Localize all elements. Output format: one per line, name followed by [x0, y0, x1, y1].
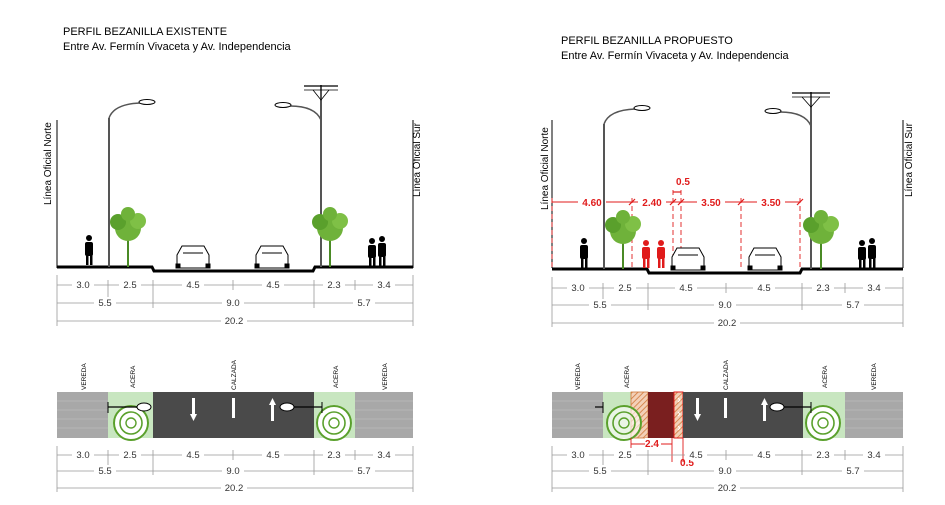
dim-text: 4.5: [689, 450, 702, 461]
red-dim-text: 0.5: [676, 177, 690, 188]
tree-icon: [110, 207, 146, 267]
plan-label: ACERA: [822, 365, 829, 388]
existing-section: Línea Oficial Norte Línea Oficial Sur: [43, 85, 423, 327]
dim-text: 2.5: [618, 283, 631, 294]
dim-text: 4.5: [757, 283, 770, 294]
tree-icon: [316, 405, 352, 441]
dim-text: 5.5: [98, 298, 111, 309]
proposed-title: PERFIL BEZANILLA PROPUESTO: [561, 35, 733, 47]
tree-icon: [803, 210, 839, 269]
dim-text: 5.5: [98, 466, 111, 477]
dim-text: 2.5: [123, 450, 136, 461]
dim-text: 5.7: [846, 466, 859, 477]
pedestrian-icon: [858, 238, 876, 268]
dim-text: 3.0: [571, 450, 584, 461]
dim-text: 9.0: [226, 298, 239, 309]
dim-text: 2.3: [816, 450, 829, 461]
dim-text: 3.4: [867, 283, 880, 294]
red-dim-text: 2.40: [642, 198, 662, 209]
cyclist-icon: [642, 240, 665, 268]
red-dim-text: 0.5: [680, 458, 694, 469]
dim-text: 5.7: [357, 298, 370, 309]
plan-label: ACERA: [624, 365, 631, 388]
dim-text: 5.7: [357, 466, 370, 477]
tree-icon: [605, 210, 641, 269]
existing-title: PERFIL BEZANILLA EXISTENTE: [63, 26, 227, 38]
plan-label: VEREDA: [382, 363, 389, 390]
dim-text: 9.0: [718, 300, 731, 311]
existing-left-line-label: Línea Oficial Norte: [43, 122, 54, 205]
existing-plan: VEREDA ACERA CALZADA ACERA VEREDA: [56, 359, 414, 494]
proposed-plan: VEREDA ACERA CALZADA ACERA VEREDA: [551, 359, 904, 494]
tree-icon: [805, 405, 841, 441]
plan-label: VEREDA: [871, 363, 878, 390]
dim-text: 3.4: [377, 280, 390, 291]
proposed-subtitle: Entre Av. Fermín Vivaceta y Av. Independ…: [561, 50, 790, 62]
red-dim-text: 4.60: [582, 198, 602, 209]
dim-text: 4.5: [679, 283, 692, 294]
proposed-left-line-label: Línea Oficial Norte: [540, 127, 551, 210]
plan-label: ACERA: [333, 365, 340, 388]
dim-text: 5.5: [593, 300, 606, 311]
dim-text: 2.5: [123, 280, 136, 291]
plan-label: CALZADA: [231, 359, 238, 390]
plan-label: VEREDA: [81, 363, 88, 390]
dim-text: 9.0: [718, 466, 731, 477]
pedestrian-icon: [368, 236, 386, 266]
car-icon: [670, 247, 706, 271]
dim-text: 9.0: [226, 466, 239, 477]
red-dim-text: 2.4: [645, 439, 659, 450]
dim-text: 2.3: [327, 450, 340, 461]
pedestrian-icon: [85, 235, 93, 265]
dim-text: 2.5: [618, 450, 631, 461]
car-icon: [747, 247, 783, 271]
dim-text: 4.5: [266, 450, 279, 461]
dim-text: 5.7: [846, 300, 859, 311]
pedestrian-icon: [580, 238, 588, 268]
dim-text: 3.4: [377, 450, 390, 461]
existing-right-line-label: Línea Oficial Sur: [412, 122, 423, 197]
proposed-right-line-label: Línea Oficial Sur: [904, 122, 915, 197]
dim-text: 4.5: [186, 450, 199, 461]
dim-text: 3.0: [76, 280, 89, 291]
plan-label: CALZADA: [723, 359, 730, 390]
dim-text: 3.0: [76, 450, 89, 461]
plan-label: ACERA: [130, 365, 137, 388]
dim-text: 2.3: [327, 280, 340, 291]
red-dim-text: 3.50: [701, 198, 721, 209]
dim-text: 5.5: [593, 466, 606, 477]
dim-text: 20.2: [718, 318, 737, 329]
dim-text: 4.5: [266, 280, 279, 291]
dim-text: 3.4: [867, 450, 880, 461]
dim-text: 2.3: [816, 283, 829, 294]
existing-subtitle: Entre Av. Fermín Vivaceta y Av. Independ…: [63, 41, 292, 53]
dim-text: 3.0: [571, 283, 584, 294]
tree-icon: [113, 405, 149, 441]
tree-icon: [312, 207, 348, 267]
dim-text: 20.2: [225, 483, 244, 494]
proposed-section: Línea Oficial Norte Línea Oficial Sur 4.…: [540, 92, 915, 329]
dim-text: 20.2: [718, 483, 737, 494]
tree-icon: [606, 405, 642, 441]
dim-text: 20.2: [225, 316, 244, 327]
plan-label: VEREDA: [575, 363, 582, 390]
car-icon: [254, 245, 290, 269]
car-icon: [175, 245, 211, 269]
dim-text: 4.5: [186, 280, 199, 291]
red-dim-text: 3.50: [761, 198, 781, 209]
dim-text: 4.5: [757, 450, 770, 461]
